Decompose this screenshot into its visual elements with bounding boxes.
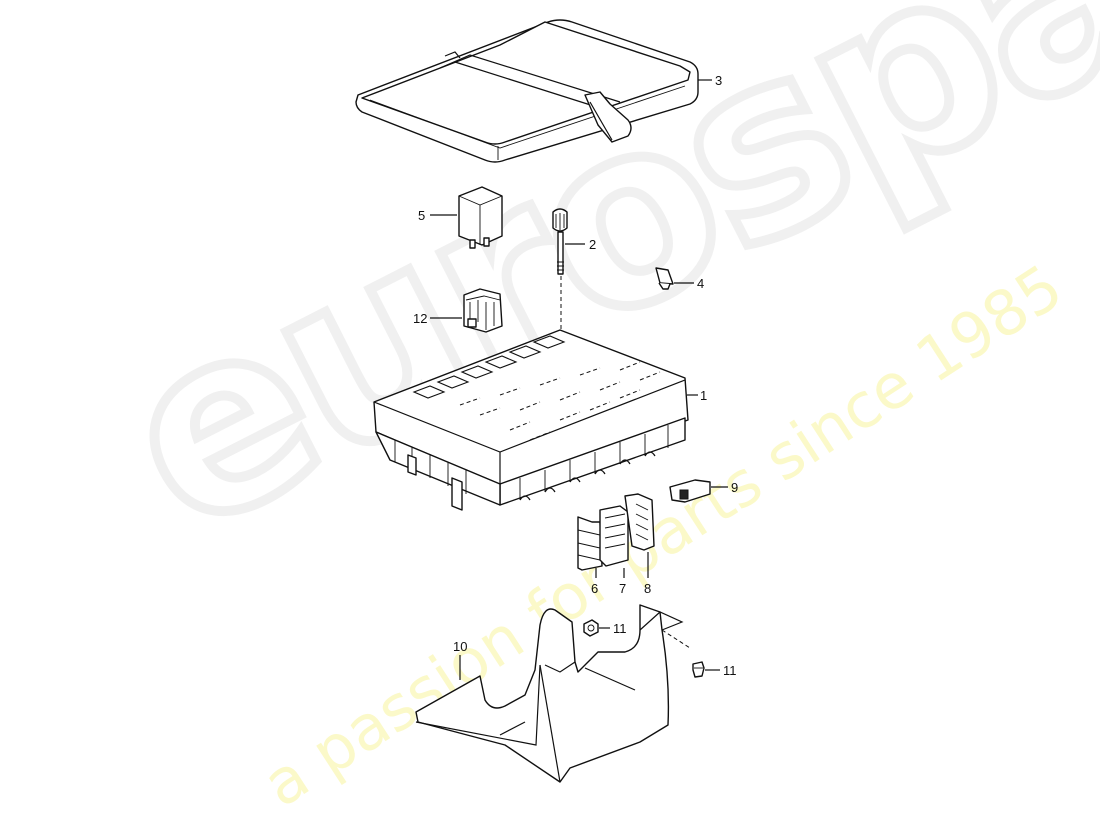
- callout-11a[interactable]: 11: [613, 621, 627, 636]
- part-12-relay-socket[interactable]: [463, 288, 503, 333]
- callout-11b[interactable]: 11: [723, 663, 737, 678]
- parts-diagram-canvas: eurospares a passion for parts since 198…: [75, 0, 1100, 821]
- leader-lines: [430, 79, 728, 680]
- callout-6[interactable]: 6: [591, 581, 599, 596]
- part-7-fuse-holder-insert[interactable]: [599, 505, 629, 567]
- part-5-relay[interactable]: [458, 186, 503, 249]
- callout-7[interactable]: 7: [619, 581, 627, 596]
- part-9-clip[interactable]: [669, 479, 711, 503]
- part-6-fuse-holder-cover[interactable]: [577, 516, 603, 571]
- part-2-screw[interactable]: [552, 208, 568, 330]
- callout-10[interactable]: 10: [453, 639, 468, 654]
- callout-12[interactable]: 12: [413, 311, 428, 326]
- part-11-nut-b[interactable]: [692, 661, 705, 678]
- callout-2[interactable]: 2: [589, 237, 597, 252]
- relay-slots: [412, 335, 566, 399]
- part-11-nut-a[interactable]: [583, 619, 599, 637]
- callout-9[interactable]: 9: [731, 480, 739, 495]
- parts-drawing: [355, 19, 728, 783]
- part-3-cover[interactable]: [355, 19, 699, 163]
- callout-3[interactable]: 3: [715, 73, 723, 88]
- part-10-bracket[interactable]: [415, 604, 691, 783]
- part-4-fuse[interactable]: [655, 267, 674, 290]
- part-1-fuse-box[interactable]: [373, 329, 689, 511]
- part-8-fuse-holder-frame[interactable]: [624, 493, 655, 551]
- callout-1[interactable]: 1: [700, 388, 708, 403]
- callout-5[interactable]: 5: [418, 208, 426, 223]
- callout-4[interactable]: 4: [697, 276, 705, 291]
- callout-8[interactable]: 8: [644, 581, 652, 596]
